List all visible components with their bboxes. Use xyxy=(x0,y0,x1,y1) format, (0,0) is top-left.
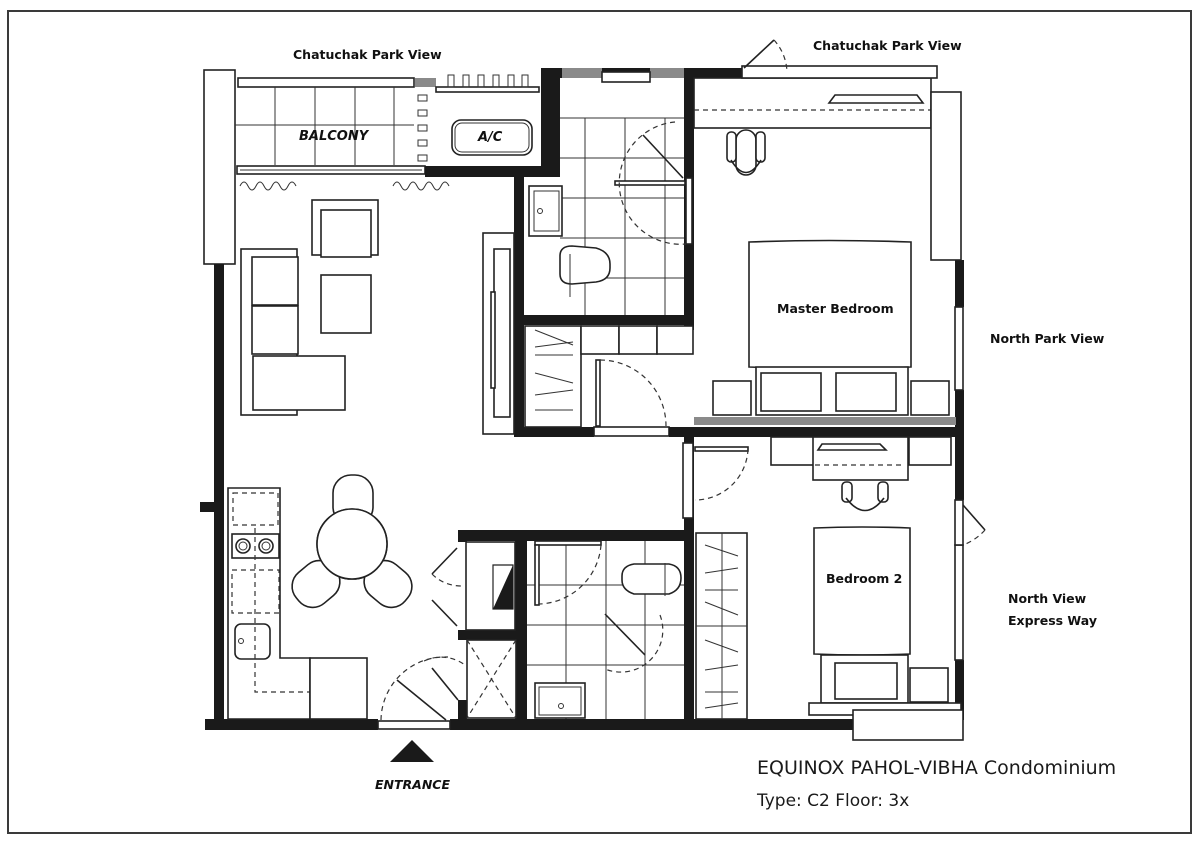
unit-type-floor: Type: C2 Floor: 3x xyxy=(757,791,910,811)
view-label-north-view: North View xyxy=(1008,591,1087,606)
room-label-master-bedroom: Master Bedroom xyxy=(777,301,894,316)
room-label-balcony: BALCONY xyxy=(299,129,370,144)
view-label-north-park: North Park View xyxy=(990,331,1105,346)
entrance-label: ENTRANCE xyxy=(375,777,450,792)
master-bedroom: Master Bedroom xyxy=(693,39,962,425)
room-label-bedroom-2: Bedroom 2 xyxy=(826,571,902,586)
common-bathroom xyxy=(423,540,684,719)
dining-table xyxy=(291,474,413,609)
project-title: EQUINOX PAHOL-VIBHA Condominium xyxy=(757,757,1117,779)
balcony: BALCONY A/C xyxy=(203,68,550,265)
view-label-express-way: Express Way xyxy=(1008,613,1097,628)
master-wardrobe xyxy=(524,325,694,428)
view-label-chatuchak-right: Chatuchak Park View xyxy=(813,38,962,53)
bedroom-2: Bedroom 2 xyxy=(694,436,986,741)
living-room-furniture xyxy=(240,199,515,435)
view-label-chatuchak-left: Chatuchak Park View xyxy=(293,47,442,62)
ac-unit-label: A/C xyxy=(477,130,503,145)
entrance-door[interactable]: ENTRANCE xyxy=(375,656,450,792)
master-bathroom xyxy=(528,117,693,315)
drawing-frame xyxy=(7,10,1192,834)
kitchen xyxy=(227,487,368,720)
